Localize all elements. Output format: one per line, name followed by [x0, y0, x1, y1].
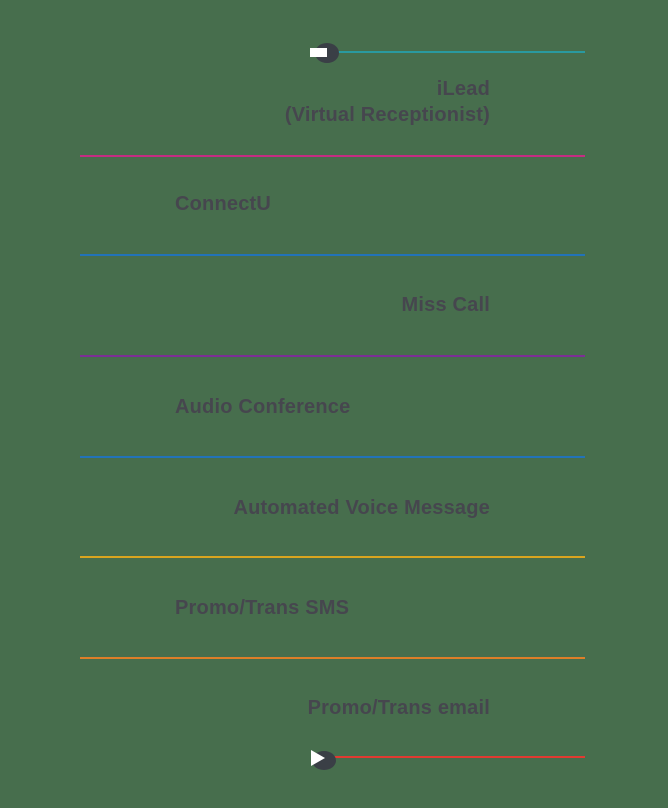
service-label-audio-conference: Audio Conference: [175, 396, 351, 418]
play-icon[interactable]: [311, 750, 325, 766]
service-title: iLead: [436, 78, 490, 100]
divider-after-connectu: [80, 254, 585, 256]
service-label-automated-voice-message: Automated Voice Message: [233, 497, 490, 519]
service-label-connectu: ConnectU: [175, 193, 272, 215]
service-label-miss-call: Miss Call: [401, 294, 490, 316]
divider-after-miss-call: [80, 355, 585, 357]
service-label-promo-trans-email: Promo/Trans email: [307, 697, 490, 719]
service-label-ilead: iLead (Virtual Receptionist): [285, 76, 490, 128]
divider-after-promo-trans-sms: [80, 657, 585, 659]
service-subtitle: (Virtual Receptionist): [284, 104, 490, 126]
audio-progress-track-bottom[interactable]: [322, 756, 585, 758]
divider-after-audio-conference: [80, 456, 585, 458]
stop-icon[interactable]: [310, 48, 327, 57]
divider-after-ilead: [80, 155, 585, 157]
audio-progress-track-top[interactable]: [333, 51, 585, 53]
service-label-promo-trans-sms: Promo/Trans SMS: [175, 597, 350, 619]
divider-after-automated-voice-message: [80, 556, 585, 558]
